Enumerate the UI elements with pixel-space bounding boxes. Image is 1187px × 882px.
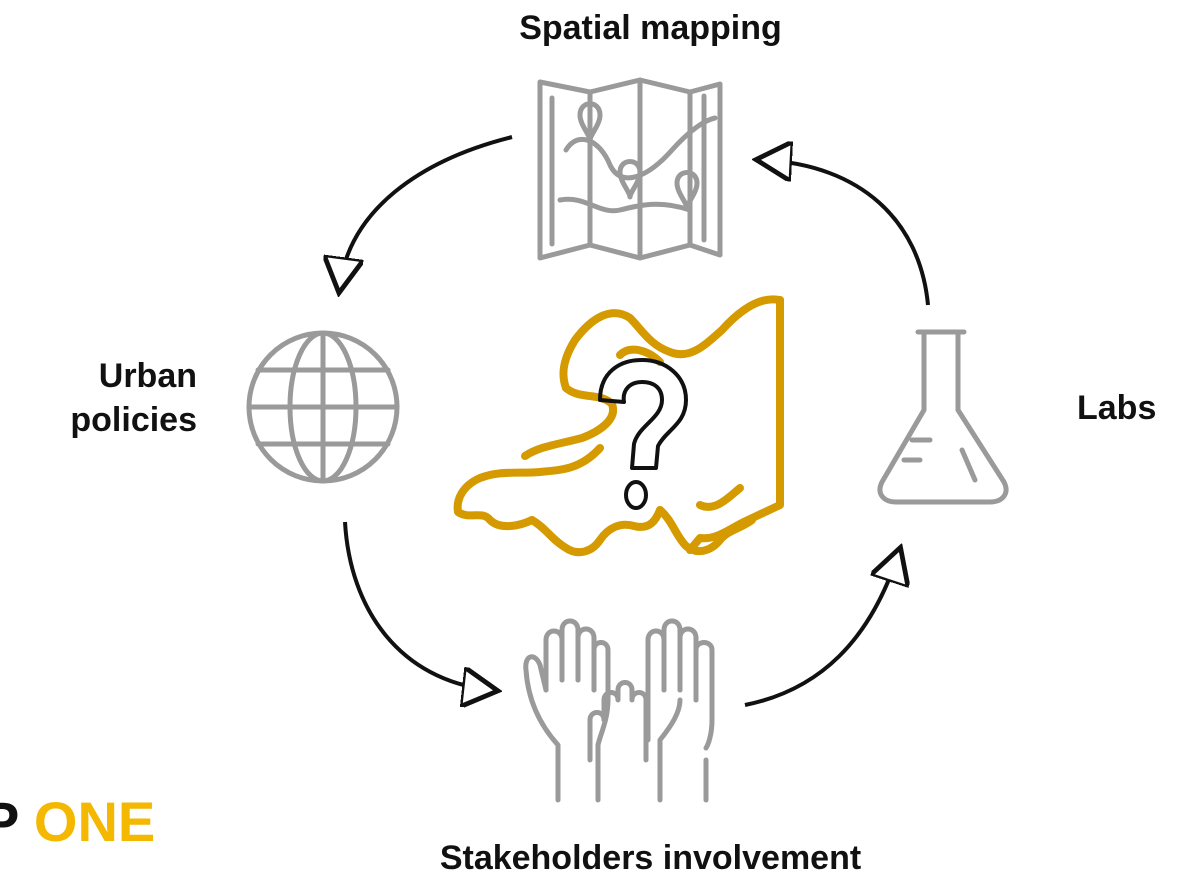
brand-logo-text: P ONE (0, 790, 155, 854)
arrow-stakeholders-to-labs (744, 555, 898, 707)
brand-part1: P (0, 790, 18, 853)
arrow-map-to-urban (340, 135, 513, 285)
globe-icon (246, 330, 400, 484)
label-urban-line1: Urban (98, 357, 197, 395)
europe-map-icon (453, 295, 784, 557)
question-mark-icon (598, 358, 688, 510)
raised-hands-icon (523, 618, 715, 803)
map-icon (537, 77, 723, 261)
label-spatial-mapping: Spatial mapping (519, 9, 782, 47)
label-urban-policies: Urban policies (0, 354, 197, 442)
arrow-labs-to-map (764, 160, 930, 306)
label-stakeholders-involvement: Stakeholders involvement (439, 839, 862, 877)
label-labs: Labs (1077, 389, 1157, 427)
arrow-urban-to-stakeholders (343, 521, 490, 690)
label-urban-line2: policies (70, 401, 197, 439)
brand-part2: ONE (33, 790, 156, 853)
flask-icon (877, 329, 1009, 505)
cycle-arrows (340, 135, 930, 707)
